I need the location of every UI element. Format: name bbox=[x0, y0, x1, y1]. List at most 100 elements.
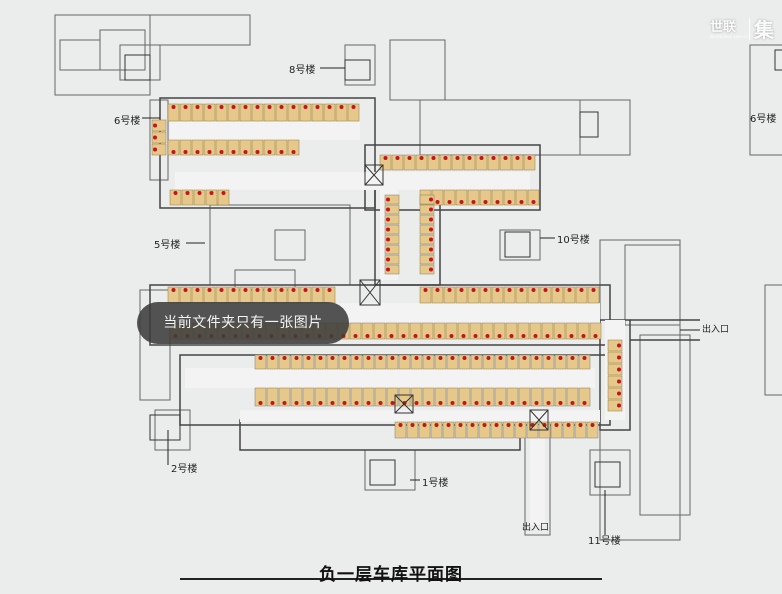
building-label-6-left: 6号楼 bbox=[114, 116, 141, 127]
stall-marker bbox=[327, 105, 332, 109]
parking-stall bbox=[398, 354, 411, 370]
parking-stall bbox=[479, 286, 492, 304]
parking-stall bbox=[553, 322, 566, 340]
parking-stall bbox=[515, 189, 528, 206]
stall-marker bbox=[542, 423, 547, 427]
stall-marker bbox=[459, 200, 464, 204]
parking-stall bbox=[467, 286, 480, 304]
stall-marker bbox=[534, 401, 539, 405]
stall-marker bbox=[303, 288, 308, 292]
parking-stall bbox=[482, 354, 495, 370]
parking-stall bbox=[384, 234, 400, 245]
stall-marker bbox=[378, 401, 383, 405]
stall-marker bbox=[507, 200, 512, 204]
stall-marker bbox=[398, 423, 403, 427]
parking-stall bbox=[607, 375, 623, 388]
stall-marker bbox=[306, 401, 311, 405]
stall-marker bbox=[318, 356, 323, 360]
parking-stall bbox=[314, 387, 327, 407]
brand-watermark: 世联 worldunion.com.cn 集 bbox=[710, 14, 782, 44]
stall-marker bbox=[515, 156, 520, 160]
stall-marker bbox=[267, 150, 272, 154]
stall-marker bbox=[429, 217, 433, 222]
parking-stall bbox=[565, 322, 578, 340]
stall-marker bbox=[173, 191, 178, 195]
stall-marker bbox=[590, 423, 595, 427]
parking-stall bbox=[607, 339, 623, 352]
stall-marker bbox=[579, 288, 584, 292]
stall-marker bbox=[519, 288, 524, 292]
parking-stall bbox=[523, 154, 536, 171]
parking-stall bbox=[574, 421, 587, 439]
stall-marker bbox=[486, 356, 491, 360]
parking-stall bbox=[167, 139, 180, 156]
toast-notification: 当前文件夹只有一张图片 bbox=[137, 302, 349, 344]
parking-stall bbox=[607, 387, 623, 400]
parking-stall bbox=[193, 189, 206, 206]
stall-marker bbox=[407, 156, 412, 160]
parking-stall bbox=[287, 139, 300, 156]
stall-marker bbox=[185, 191, 190, 195]
building-label-2: 2号楼 bbox=[171, 464, 198, 475]
stall-marker bbox=[183, 288, 188, 292]
stall-marker bbox=[435, 200, 440, 204]
parking-stall bbox=[577, 322, 590, 340]
stall-marker bbox=[555, 288, 560, 292]
stall-marker bbox=[354, 401, 359, 405]
stall-marker bbox=[255, 288, 260, 292]
parking-stall bbox=[326, 387, 339, 407]
parking-stall bbox=[386, 387, 399, 407]
stall-marker bbox=[291, 288, 296, 292]
stall-marker bbox=[617, 355, 621, 360]
parking-stall bbox=[490, 421, 503, 439]
stall-marker bbox=[303, 105, 308, 109]
stall-marker bbox=[386, 227, 390, 232]
parking-stall bbox=[302, 387, 315, 407]
stall-marker bbox=[429, 257, 433, 262]
stall-marker bbox=[474, 401, 479, 405]
parking-stall bbox=[179, 103, 192, 122]
parking-stall bbox=[529, 322, 542, 340]
stall-marker bbox=[566, 423, 571, 427]
parking-stall bbox=[458, 354, 471, 370]
stall-marker bbox=[545, 334, 550, 338]
parking-stall bbox=[314, 354, 327, 370]
parking-stall bbox=[445, 322, 458, 340]
stall-marker bbox=[617, 343, 621, 348]
parking-stall bbox=[215, 139, 228, 156]
parking-stall bbox=[419, 224, 435, 235]
stall-marker bbox=[282, 401, 287, 405]
parking-stall bbox=[503, 189, 516, 206]
stall-marker bbox=[255, 105, 260, 109]
stall-marker bbox=[558, 401, 563, 405]
parking-stall bbox=[554, 354, 567, 370]
stall-marker bbox=[426, 356, 431, 360]
parking-stall bbox=[350, 387, 363, 407]
parking-stall bbox=[434, 354, 447, 370]
parking-stall bbox=[527, 189, 540, 206]
parking-stall bbox=[239, 139, 252, 156]
drive-aisles bbox=[160, 122, 625, 525]
stall-marker bbox=[479, 156, 484, 160]
parking-stall bbox=[470, 387, 483, 407]
parking-stall bbox=[607, 399, 623, 412]
stall-marker bbox=[591, 288, 596, 292]
stall-marker bbox=[581, 334, 586, 338]
parking-stall bbox=[347, 103, 360, 122]
parking-stall bbox=[539, 286, 552, 304]
stall-marker bbox=[435, 288, 440, 292]
stall-marker bbox=[483, 288, 488, 292]
stall-marker bbox=[582, 356, 587, 360]
parking-stall bbox=[275, 139, 288, 156]
parking-stall bbox=[266, 354, 279, 370]
parking-stall bbox=[578, 354, 591, 370]
parking-stall bbox=[410, 354, 423, 370]
building-label-11: 11号楼 bbox=[588, 536, 621, 547]
parking-stall bbox=[542, 354, 555, 370]
parking-stall bbox=[151, 119, 167, 132]
stall-marker bbox=[558, 356, 563, 360]
parking-stall bbox=[151, 131, 167, 144]
parking-stall bbox=[311, 103, 324, 122]
parking-stall bbox=[554, 387, 567, 407]
